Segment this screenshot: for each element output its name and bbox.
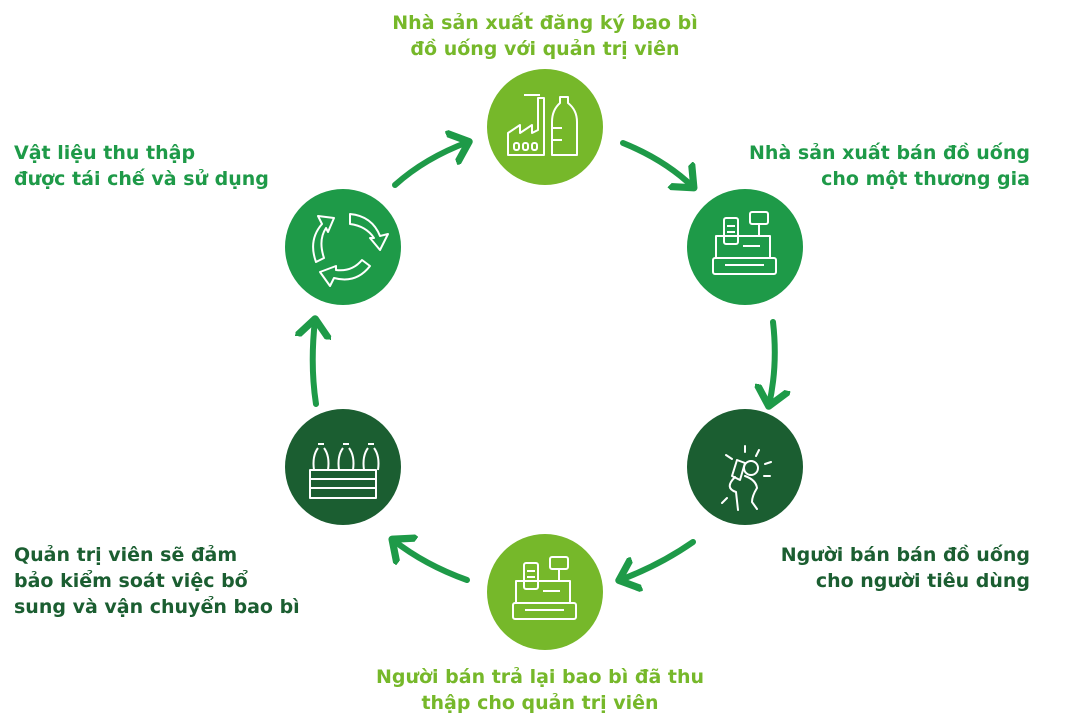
- arrow-1-2: [620, 140, 693, 187]
- step-5-label-line3: sung và vận chuyển bao bì: [14, 596, 300, 618]
- step-4-label: Người bán trả lại bao bì đã thu thập cho…: [360, 664, 720, 716]
- step-4-circle: [487, 534, 603, 650]
- cash-register-icon: [712, 211, 777, 275]
- bottle-crate-icon: [309, 443, 380, 499]
- step-4-label-line2: thập cho quản trị viên: [421, 692, 659, 714]
- recycle-icon: [312, 213, 389, 287]
- step-1-label: Nhà sản xuất đăng ký bao bì đồ uống với …: [380, 10, 710, 62]
- step-1-label-line1: Nhà sản xuất đăng ký bao bì: [392, 12, 698, 34]
- step-6-label-line1: Vật liệu thu thập: [14, 142, 196, 164]
- step-2-circle: [687, 189, 803, 305]
- step-3-label-line1: Người bán bán đồ uống: [780, 544, 1030, 566]
- step-4-label-line1: Người bán trả lại bao bì đã thu: [375, 666, 705, 688]
- cash-register-icon: [512, 556, 577, 620]
- factory-bottle-icon: [507, 94, 578, 156]
- step-3-circle: [687, 409, 803, 525]
- arrow-3-4: [620, 539, 696, 580]
- arrow-5-6: [313, 320, 316, 407]
- step-6-circle: [285, 189, 401, 305]
- step-5-circle: [285, 409, 401, 525]
- step-1-circle: [487, 69, 603, 185]
- arrow-4-5: [393, 540, 470, 583]
- step-5-label: Quản trị viên sẽ đảm bảo kiểm soát việc …: [14, 542, 300, 620]
- arrow-2-3: [769, 319, 775, 405]
- step-5-label-line2: bảo kiểm soát việc bổ: [14, 570, 248, 592]
- step-3-label: Người bán bán đồ uống cho người tiêu dùn…: [781, 542, 1030, 594]
- step-5-label-line1: Quản trị viên sẽ đảm: [14, 544, 238, 566]
- step-6-label-line2: được tái chế và sử dụng: [14, 168, 269, 190]
- step-2-label-line2: cho một thương gia: [821, 168, 1030, 190]
- arrow-6-1: [392, 142, 468, 188]
- step-1-label-line2: đồ uống với quản trị viên: [410, 38, 680, 60]
- step-2-label: Nhà sản xuất bán đồ uống cho một thương …: [749, 140, 1030, 192]
- person-drinking-icon: [721, 445, 772, 511]
- step-6-label: Vật liệu thu thập được tái chế và sử dụn…: [14, 140, 269, 192]
- step-2-label-line1: Nhà sản xuất bán đồ uống: [749, 142, 1030, 164]
- step-3-label-line2: cho người tiêu dùng: [815, 570, 1030, 592]
